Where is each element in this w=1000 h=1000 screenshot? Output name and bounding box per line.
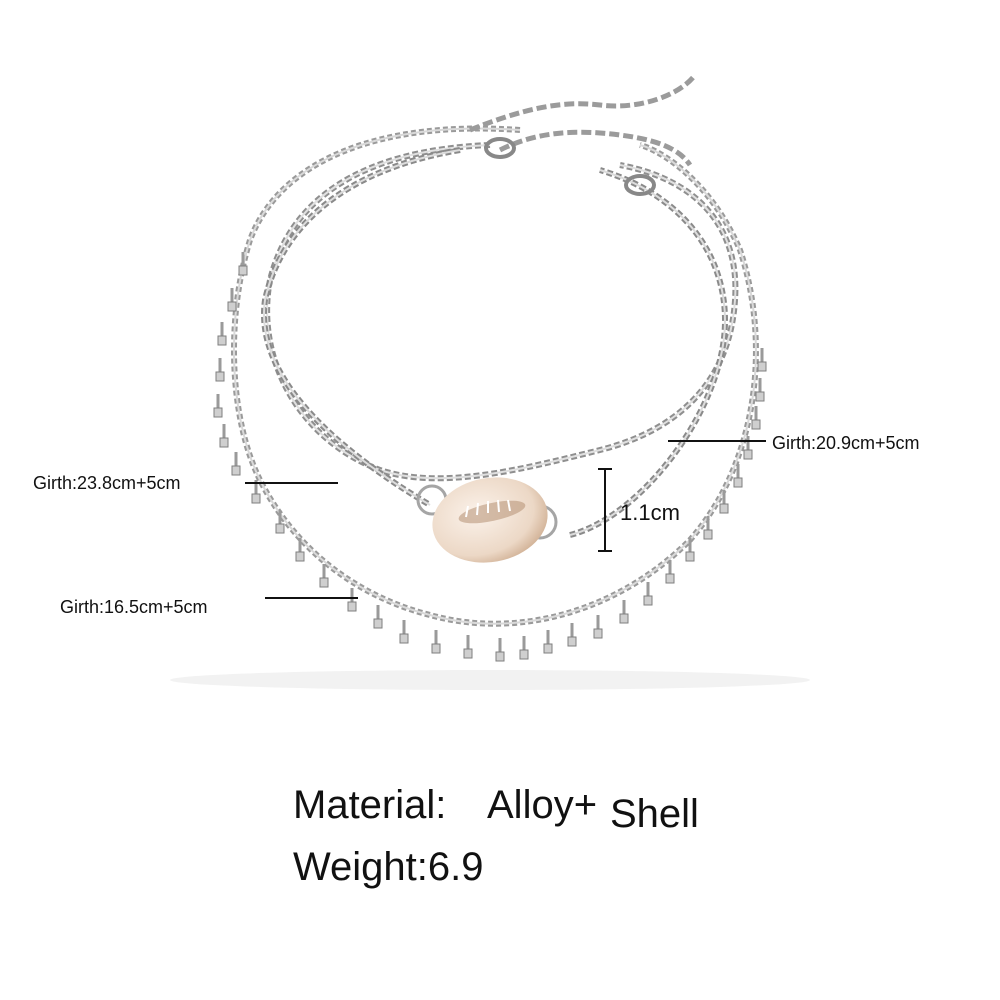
tassel-drop bbox=[755, 378, 765, 402]
tassel-drop bbox=[567, 623, 577, 647]
outer-tassel-chain bbox=[230, 125, 759, 627]
girth-middle-leader bbox=[668, 440, 766, 442]
shell-size-cap-bottom bbox=[598, 550, 612, 552]
shell-size-cap-top bbox=[598, 468, 612, 470]
tassel-drop bbox=[757, 348, 767, 372]
tassel-drop bbox=[215, 358, 225, 382]
tassel-drops bbox=[213, 252, 767, 662]
girth-outer-label: Girth:23.8cm+5cm bbox=[33, 473, 181, 493]
tassel-drop bbox=[703, 516, 713, 540]
tassel-drop bbox=[231, 452, 241, 476]
tassel-drop bbox=[519, 636, 529, 660]
extender-chain bbox=[469, 73, 697, 196]
tassel-drop bbox=[373, 605, 383, 629]
tassel-drop bbox=[685, 538, 695, 562]
tassel-drop bbox=[295, 538, 305, 562]
tassel-drop bbox=[275, 510, 285, 534]
tassel-drop bbox=[213, 394, 223, 418]
shell-size-bracket bbox=[604, 468, 606, 552]
floor-shadow bbox=[170, 670, 810, 690]
tassel-drop bbox=[399, 620, 409, 644]
tassel-drop bbox=[733, 464, 743, 488]
girth-outer-leader bbox=[245, 482, 338, 484]
material-value-shell: Shell bbox=[610, 792, 699, 836]
inner-chain bbox=[261, 147, 728, 538]
tassel-drop bbox=[463, 635, 473, 659]
tassel-drop bbox=[593, 615, 603, 639]
tassel-drop bbox=[643, 582, 653, 606]
girth-inner-leader bbox=[265, 597, 358, 599]
tassel-drop bbox=[217, 322, 227, 346]
tassel-drop bbox=[238, 252, 248, 276]
tassel-drop bbox=[665, 560, 675, 584]
tassel-drop bbox=[543, 630, 553, 654]
tassel-drop bbox=[743, 436, 753, 460]
tassel-drop bbox=[719, 490, 729, 514]
tassel-drop bbox=[219, 424, 229, 448]
shell-size-label: 1.1cm bbox=[620, 500, 680, 525]
material-value-alloy: Alloy+ bbox=[487, 783, 598, 827]
tassel-drop bbox=[319, 564, 329, 588]
cowrie-shell-charm bbox=[416, 477, 558, 563]
tassel-drop bbox=[619, 600, 629, 624]
tassel-drop bbox=[431, 630, 441, 654]
weight-spec: Weight:6.9 bbox=[293, 845, 484, 889]
girth-middle-label: Girth:20.9cm+5cm bbox=[772, 433, 920, 453]
tassel-drop bbox=[227, 288, 237, 312]
girth-inner-label: Girth:16.5cm+5cm bbox=[60, 597, 208, 617]
tassel-drop bbox=[751, 406, 761, 430]
material-label: Material: bbox=[293, 783, 447, 827]
tassel-drop bbox=[495, 638, 505, 662]
middle-chain bbox=[264, 142, 739, 482]
tassel-drop bbox=[347, 588, 357, 612]
